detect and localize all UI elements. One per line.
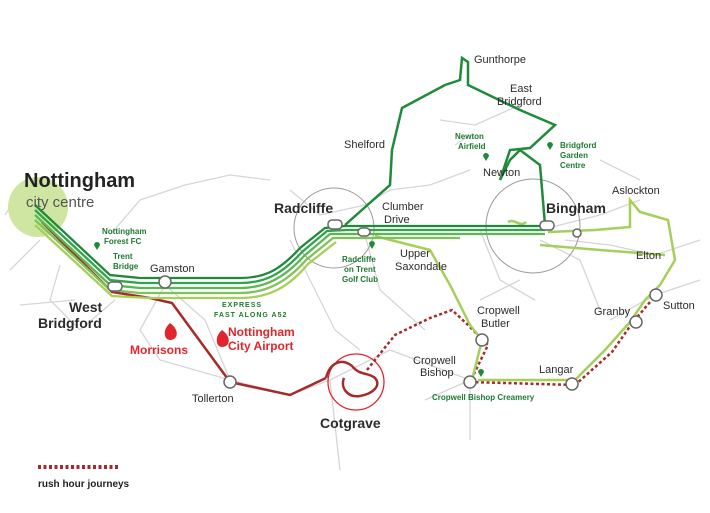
cotgrave-circle — [327, 353, 385, 411]
label-clumber: Clumber — [382, 201, 424, 213]
label-newton: Newton — [483, 167, 520, 179]
label-drive: Drive — [384, 214, 410, 226]
label-trent-2: Bridge — [113, 262, 139, 271]
label-bishop: Bishop — [420, 367, 454, 379]
bingham-end-stop — [572, 228, 582, 238]
label-east-bridgford: Bridgford — [497, 96, 542, 108]
label-golf-1: Radcliffe — [342, 255, 376, 264]
radcliffe-stop — [327, 219, 343, 230]
west-bridgford-stop — [107, 281, 123, 292]
label-garden-2: Garden — [560, 151, 588, 160]
label-airfield-2: Airfield — [458, 142, 486, 151]
langar-stop — [565, 377, 579, 391]
label-langar: Langar — [539, 364, 574, 376]
light-green-routes — [374, 196, 677, 382]
label-east: East — [510, 83, 532, 95]
label-city-centre: city centre — [26, 194, 94, 211]
label-morrisons: Morrisons — [130, 343, 188, 357]
landmark-pins — [94, 142, 553, 377]
label-creamery: Cropwell Bishop Creamery — [432, 393, 535, 402]
label-butler: Butler — [481, 318, 510, 330]
label-express: EXPRESS — [222, 302, 262, 309]
label-gunthorpe: Gunthorpe — [474, 54, 526, 66]
garden-pin-icon — [547, 142, 553, 150]
morrisons-pin-icon — [164, 323, 177, 340]
gamston-stop — [158, 275, 172, 289]
label-forest-2: Forest FC — [104, 237, 142, 246]
label-airfield-1: Newton — [455, 132, 484, 141]
rush-hour-routes — [366, 294, 657, 387]
label-garden-1: Bridgford — [560, 141, 597, 150]
bingham-stop — [539, 220, 555, 231]
tollerton-stop — [223, 375, 237, 389]
label-granby: Granby — [594, 306, 631, 318]
cotgrave-route — [41, 221, 379, 398]
label-airport-1: Nottingham — [228, 325, 295, 339]
creamery-pin-icon — [478, 369, 484, 377]
label-tollerton: Tollerton — [192, 393, 234, 405]
forest-pin-icon — [94, 242, 100, 250]
sutton-stop — [649, 288, 663, 302]
cropwell-butler-stop — [475, 333, 489, 347]
label-gamston: Gamston — [150, 263, 195, 275]
label-nottingham: Nottingham — [24, 170, 135, 192]
label-elton: Elton — [636, 250, 661, 262]
label-express-sub: FAST ALONG A52 — [214, 312, 287, 319]
label-garden-3: Centre — [560, 161, 586, 170]
gunthorpe-route — [344, 55, 558, 226]
label-bridgford: Bridgford — [38, 315, 102, 331]
label-bingham: Bingham — [546, 200, 606, 216]
label-saxondale: Saxondale — [395, 261, 447, 273]
label-aslockton: Aslockton — [612, 185, 660, 197]
label-sutton: Sutton — [663, 300, 695, 312]
label-cropwell: Cropwell — [477, 305, 520, 317]
label-airport-2: City Airport — [228, 339, 294, 353]
airfield-pin-icon — [483, 153, 489, 161]
airport-pin-icon — [216, 330, 229, 347]
label-cotgrave: Cotgrave — [320, 415, 381, 431]
golf-pin-icon — [369, 241, 375, 249]
label-west: West — [69, 299, 103, 315]
label-cropwell-2: Cropwell — [413, 355, 456, 367]
clumber-drive-stop — [357, 227, 371, 237]
a52-green-bundle — [34, 204, 545, 300]
legend-label: rush hour journeys — [38, 479, 130, 490]
label-golf-2: on Trent — [344, 265, 376, 274]
label-forest-1: Nottingham — [102, 227, 146, 236]
radcliffe-circle — [293, 187, 375, 269]
cropwell-bishop-stop — [463, 375, 477, 389]
label-trent-1: Trent — [113, 252, 133, 261]
stations — [107, 219, 663, 391]
label-shelford: Shelford — [344, 139, 385, 151]
label-upper: Upper — [400, 248, 430, 260]
label-radcliffe: Radcliffe — [274, 200, 333, 216]
label-golf-3: Golf Club — [342, 275, 378, 284]
granby-stop — [629, 315, 643, 329]
